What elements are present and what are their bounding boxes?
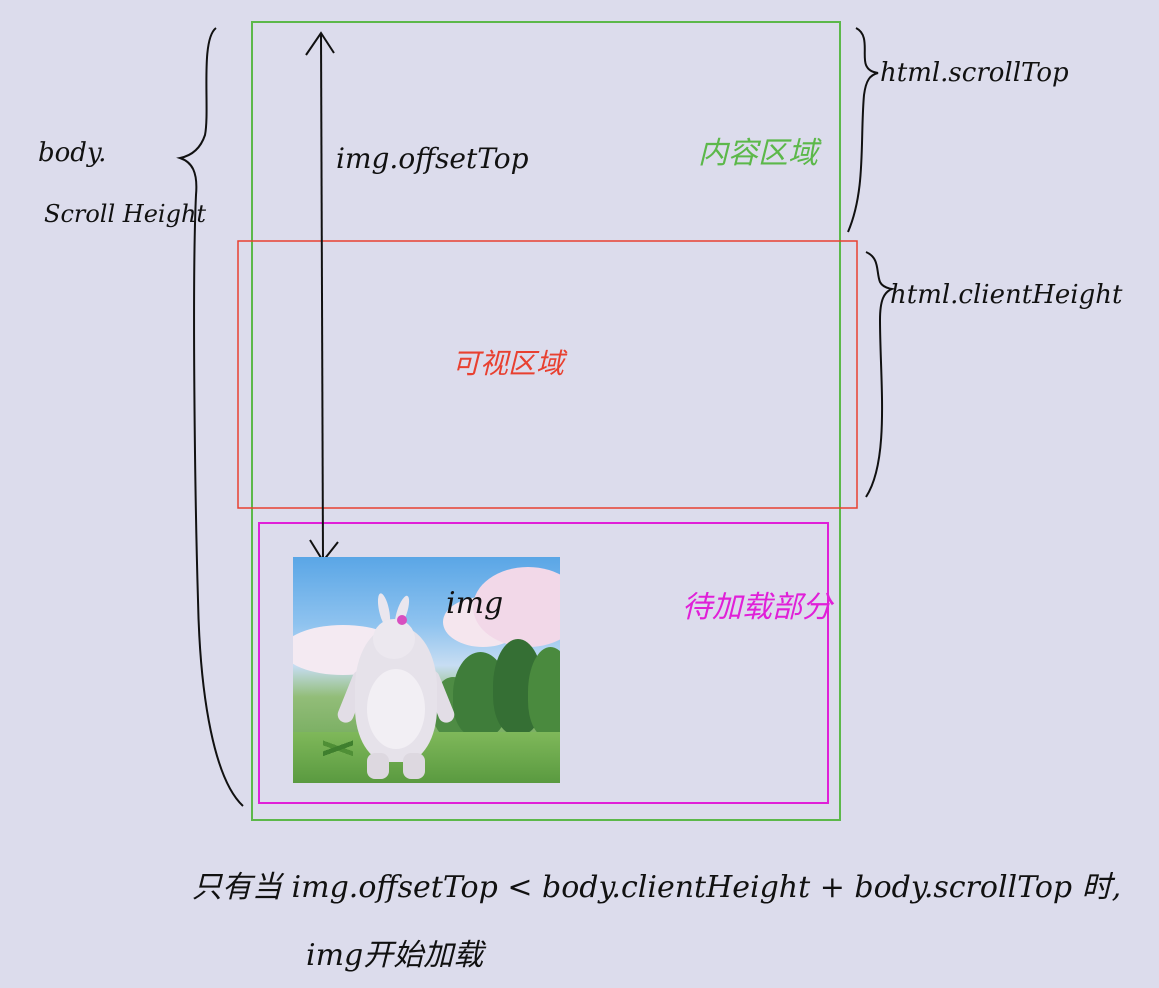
html-client-height-brace	[865, 251, 896, 498]
html-scroll-top-label: html.scrollTop	[880, 58, 1069, 88]
html-scroll-top-brace	[847, 27, 879, 233]
html-client-height-label: html.clientHeight	[890, 280, 1123, 310]
content-area-label: 内容区域	[698, 136, 818, 171]
offset-top-arrow-line	[320, 33, 324, 561]
body-scroll-height-label-line2: Scroll Height	[44, 200, 207, 228]
body-scroll-height-label-line1: body.	[38, 138, 107, 168]
load-condition-line1: 只有当 img.offsetTop < body.clientHeight + …	[192, 870, 1122, 905]
tree-shape	[528, 647, 560, 737]
img-offset-top-label: img.offsetTop	[336, 142, 529, 175]
pending-area-box	[258, 522, 829, 804]
bunny-leg	[403, 753, 425, 779]
offset-top-arrow-head-top	[305, 31, 335, 56]
cloud-shape	[473, 567, 560, 647]
pending-area-label: 待加载部分	[682, 590, 832, 625]
load-condition-line2: img开始加载	[306, 938, 484, 973]
visible-area-label: 可视区域	[452, 347, 565, 380]
body-scroll-height-brace	[176, 27, 244, 807]
bunny-belly	[367, 669, 425, 749]
bunny-head	[373, 619, 415, 659]
content-area-box	[251, 21, 841, 821]
visible-area-box	[237, 240, 858, 509]
bunny-image	[293, 557, 560, 783]
flower-icon	[397, 615, 407, 625]
img-label: img	[446, 586, 504, 621]
weed-shape	[323, 727, 353, 777]
bunny-leg	[367, 753, 389, 779]
